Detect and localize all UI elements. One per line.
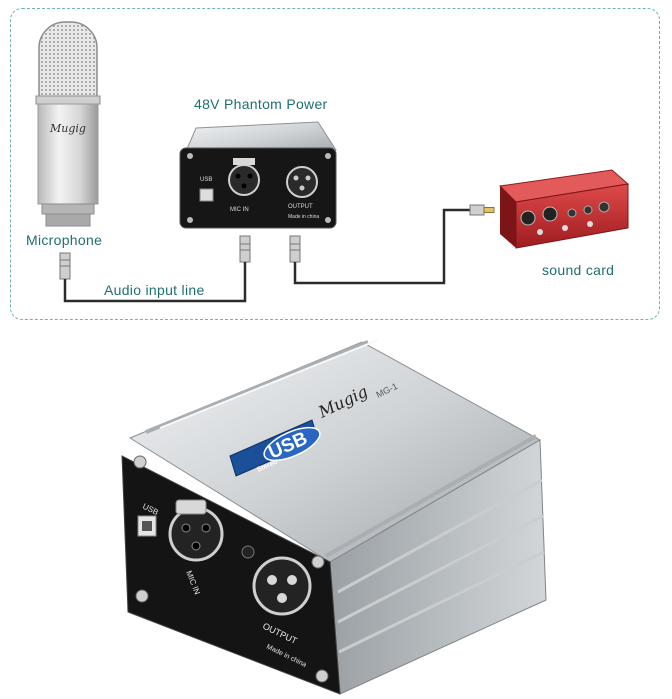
box-input-plug [239,235,251,263]
microphone-label: Microphone [26,232,103,248]
phantom-power-box-small [179,121,337,229]
output-cable [293,208,478,285]
small-port-output-label: OUTPUT [288,204,313,210]
phantom-power-box-large [121,339,547,695]
sound-card-label: sound card [542,262,615,278]
mic-cable-plug [59,252,71,280]
box-output-plug [289,235,301,263]
small-port-usb-label: USB [200,177,212,183]
sound-card [498,169,630,249]
mic-brand: Mugig [49,122,86,135]
small-port-mic-label: MIC IN [230,207,249,213]
audio-input-cable [63,262,247,303]
small-made-in-label: Made in china [288,214,319,220]
audio-input-line-label: Audio input line [104,282,205,298]
microphone [35,21,101,227]
jack-plug [469,204,495,216]
diagram-frame [10,8,660,320]
phantom-power-label: 48V Phantom Power [194,96,328,112]
